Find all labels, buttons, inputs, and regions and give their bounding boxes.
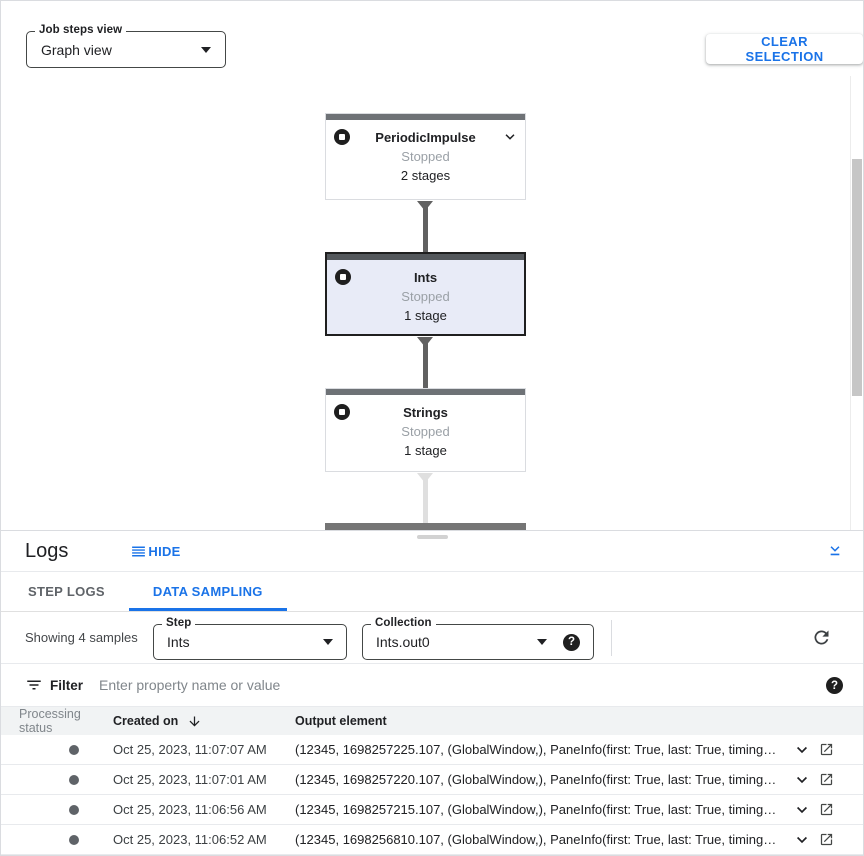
filter-input[interactable] bbox=[99, 677, 863, 693]
node-stages: 2 stages bbox=[400, 168, 451, 183]
node-status: Stopped bbox=[401, 149, 450, 164]
node-status: Stopped bbox=[401, 289, 450, 304]
hide-label: HIDE bbox=[148, 543, 181, 559]
created-on-cell: Oct 25, 2023, 11:07:01 AM bbox=[113, 772, 267, 787]
collection-select[interactable]: Collection Ints.out0 ? bbox=[362, 617, 594, 660]
filter-label: Filter bbox=[50, 677, 84, 693]
edge-periodicimpulse-ints bbox=[423, 206, 428, 252]
expand-row-icon[interactable] bbox=[792, 830, 812, 850]
reorder-lines-icon bbox=[132, 546, 146, 556]
step-select-label: Step bbox=[162, 617, 196, 629]
hide-logs-button[interactable]: HIDE bbox=[130, 543, 180, 560]
processing-status-dot bbox=[69, 834, 79, 845]
filter-list-icon bbox=[27, 680, 41, 690]
output-element-cell: (12345, 1698257225.107, (GlobalWindow,),… bbox=[295, 742, 777, 757]
collection-select-label: Collection bbox=[371, 617, 436, 629]
graph-scrollbar-track[interactable] bbox=[850, 76, 863, 530]
collection-select-value: Ints.out0 bbox=[376, 634, 430, 650]
sort-descending-icon[interactable] bbox=[187, 714, 202, 729]
collapse-down-icon bbox=[830, 546, 840, 556]
node-title: Strings bbox=[403, 404, 448, 420]
tab-data-sampling[interactable]: DATA SAMPLING bbox=[128, 572, 287, 611]
panel-resize-handle[interactable] bbox=[417, 535, 448, 539]
output-element-cell: (12345, 1698257220.107, (GlobalWindow,),… bbox=[295, 772, 777, 787]
refresh-icon bbox=[814, 630, 829, 645]
node-topbar bbox=[326, 114, 525, 120]
tab-step-logs[interactable]: STEP LOGS bbox=[28, 584, 105, 599]
table-row[interactable]: Oct 25, 2023, 11:07:01 AM (12345, 169825… bbox=[1, 765, 863, 795]
stopped-status-icon bbox=[334, 129, 350, 145]
graph-node-ints[interactable]: Ints Stopped 1 stage bbox=[325, 252, 526, 336]
stopped-status-icon bbox=[334, 404, 350, 420]
created-on-cell: Oct 25, 2023, 11:06:52 AM bbox=[113, 832, 267, 847]
expand-row-icon[interactable] bbox=[792, 800, 812, 820]
processing-status-dot bbox=[69, 804, 79, 815]
output-element-cell: (12345, 1698257215.107, (GlobalWindow,),… bbox=[295, 802, 777, 817]
processing-status-dot bbox=[69, 744, 79, 755]
output-element-cell: (12345, 1698256810.107, (GlobalWindow,),… bbox=[295, 832, 777, 847]
job-graph-canvas[interactable]: Job steps view Graph view CLEAR SELECTIO… bbox=[1, 1, 863, 530]
column-output-element: Output element bbox=[295, 714, 387, 728]
showing-samples-text: Showing 4 samples bbox=[25, 630, 138, 645]
logs-panel: Logs HIDE STEP LOGS DATA SAMPLING Showin… bbox=[1, 530, 863, 855]
logs-header: Logs HIDE bbox=[1, 531, 863, 572]
dropdown-arrow-icon bbox=[537, 639, 547, 645]
job-steps-view-value: Graph view bbox=[41, 41, 112, 58]
graph-node-partial-topbar bbox=[325, 523, 526, 530]
expand-row-icon[interactable] bbox=[792, 770, 812, 790]
stopped-status-icon bbox=[335, 269, 351, 285]
divider bbox=[611, 620, 612, 656]
samples-table-header: Processing status Created on Output elem… bbox=[1, 707, 863, 735]
open-in-new-icon[interactable] bbox=[819, 742, 834, 757]
logs-panel-title: Logs bbox=[25, 539, 69, 562]
logs-tab-bar: STEP LOGS DATA SAMPLING bbox=[1, 572, 863, 612]
node-stages: 1 stage bbox=[404, 308, 447, 323]
created-on-cell: Oct 25, 2023, 11:06:56 AM bbox=[113, 802, 267, 817]
column-created-on[interactable]: Created on bbox=[113, 714, 295, 729]
node-title: Ints bbox=[413, 269, 438, 285]
node-title: PeriodicImpulse bbox=[375, 129, 476, 145]
filter-bar: Filter ? bbox=[1, 664, 863, 707]
edge-ints-strings bbox=[423, 342, 428, 388]
table-row[interactable]: Oct 25, 2023, 11:06:52 AM (12345, 169825… bbox=[1, 825, 863, 855]
collapse-panel-button[interactable] bbox=[826, 542, 844, 560]
chevron-down-icon[interactable] bbox=[501, 128, 519, 146]
node-topbar bbox=[326, 389, 525, 395]
graph-node-strings[interactable]: Strings Stopped 1 stage bbox=[325, 388, 526, 472]
graph-node-periodicimpulse[interactable]: PeriodicImpulse Stopped 2 stages bbox=[325, 113, 526, 200]
open-in-new-icon[interactable] bbox=[819, 832, 834, 847]
sample-controls-bar: Showing 4 samples Step Ints Collection I… bbox=[1, 612, 863, 664]
created-on-cell: Oct 25, 2023, 11:07:07 AM bbox=[113, 742, 267, 757]
step-select[interactable]: Step Ints bbox=[153, 617, 347, 660]
table-row[interactable]: Oct 25, 2023, 11:06:56 AM (12345, 169825… bbox=[1, 795, 863, 825]
samples-table: Processing status Created on Output elem… bbox=[1, 707, 863, 855]
node-stages: 1 stage bbox=[404, 443, 447, 458]
job-steps-view-select[interactable]: Job steps view Graph view bbox=[26, 24, 226, 68]
step-select-value: Ints bbox=[167, 634, 190, 650]
collection-help-icon[interactable]: ? bbox=[563, 633, 580, 651]
graph-scrollbar-thumb[interactable] bbox=[852, 159, 862, 396]
clear-selection-button[interactable]: CLEAR SELECTION bbox=[706, 34, 863, 64]
refresh-samples-button[interactable] bbox=[811, 627, 832, 648]
node-topbar bbox=[327, 254, 524, 260]
dropdown-arrow-icon bbox=[323, 639, 333, 645]
filter-help-icon[interactable]: ? bbox=[826, 677, 843, 694]
open-in-new-icon[interactable] bbox=[819, 772, 834, 787]
job-steps-view-label: Job steps view bbox=[35, 24, 127, 36]
open-in-new-icon[interactable] bbox=[819, 802, 834, 817]
node-status: Stopped bbox=[401, 424, 450, 439]
table-row[interactable]: Oct 25, 2023, 11:07:07 AM (12345, 169825… bbox=[1, 735, 863, 765]
edge-strings-next bbox=[423, 478, 428, 523]
column-created-on-label: Created on bbox=[113, 714, 179, 728]
processing-status-dot bbox=[69, 774, 79, 785]
expand-row-icon[interactable] bbox=[792, 740, 812, 760]
column-processing-status: Processing status bbox=[19, 707, 81, 735]
dropdown-arrow-icon bbox=[201, 46, 211, 53]
